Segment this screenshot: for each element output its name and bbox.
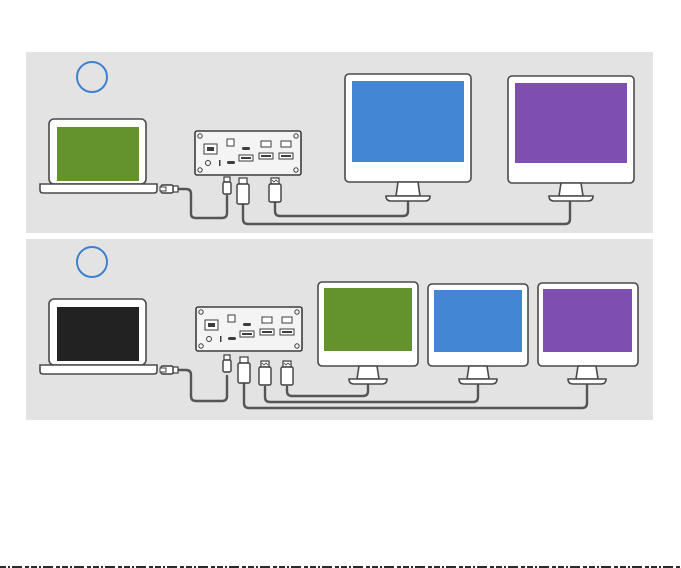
- displayport-connector-icon: [238, 357, 250, 383]
- displayport-connector-icon: [237, 178, 249, 204]
- docking-station-icon: [196, 307, 302, 351]
- monitor-icon: [318, 282, 418, 384]
- monitor-icon: [345, 74, 471, 201]
- monitor-screen: [543, 289, 632, 352]
- monitor-screen: [324, 288, 412, 351]
- usb-c-connector-icon: [223, 177, 231, 194]
- monitor-screen: [352, 81, 464, 162]
- monitor-icon: [428, 284, 528, 384]
- step-circle-icon: [77, 247, 107, 277]
- displayport-cable: [244, 381, 587, 408]
- laptop-icon: [40, 299, 157, 374]
- step-circle-icon: [77, 62, 107, 92]
- monitor-icon: [508, 76, 634, 201]
- docking-station-icon: [195, 131, 301, 175]
- laptop-screen: [57, 127, 139, 181]
- hdmi-connector-icon: [269, 178, 281, 202]
- monitor-screen: [515, 83, 627, 163]
- usb-c-cable: [177, 189, 227, 218]
- usb-c-connector-icon: [223, 355, 231, 372]
- monitor-icon: [538, 283, 638, 384]
- monitor-screen: [434, 290, 522, 352]
- hdmi-connector-icon: [281, 361, 293, 385]
- laptop-screen: [57, 307, 139, 361]
- usb-c-cable: [177, 370, 227, 401]
- hdmi-connector-icon: [259, 361, 271, 385]
- laptop-icon: [40, 119, 157, 193]
